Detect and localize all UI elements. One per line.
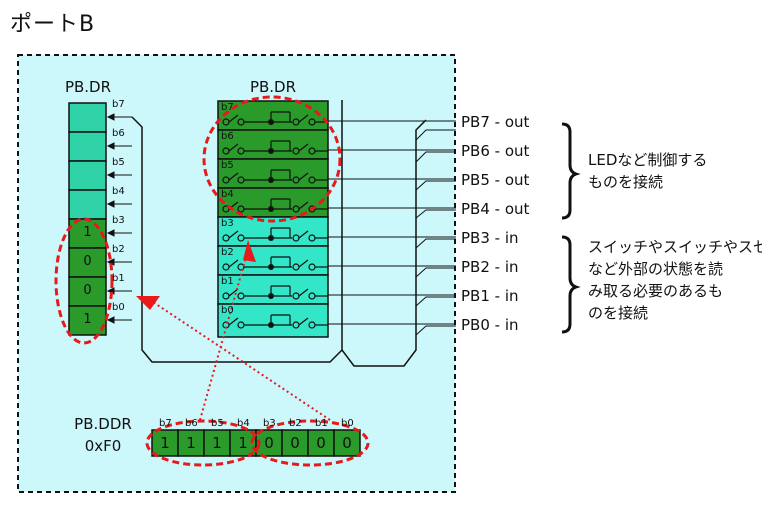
left-cell-b4 [68,189,107,220]
left-bit-label: b7 [112,99,125,110]
highlight-arrows [149,249,331,421]
left-cell-value: 0 [83,283,92,298]
left-bit-label: b1 [112,273,125,284]
left-cell-b0 [68,305,107,336]
left-cell-b1 [68,276,107,307]
pin-lines [328,120,456,336]
switch-row [222,227,328,242]
left-bit-label: b0 [112,302,125,313]
ddr-bit-value: 1 [212,434,222,452]
ddr-bit-value: 0 [290,434,300,452]
ddr-bit-label: b3 [263,418,276,429]
middle-bit-label: b7 [221,102,234,113]
ddr-bit-label: b4 [237,418,250,429]
arrow-head-input [136,296,160,310]
switch-row [222,111,328,126]
ddr-bit-label: b5 [211,418,224,429]
middle-bit-label: b1 [221,276,234,287]
output-brace [561,122,581,220]
input-group-line3: み取る必要のあるも [588,282,724,300]
switch-symbols [222,111,328,329]
ddr-bit-value: 1 [160,434,170,452]
ddr-bit-value: 1 [186,434,196,452]
left-cell-value: 1 [83,312,92,327]
left-bit-label: b4 [112,186,125,197]
ddr-register [151,429,361,457]
left-cell-b7 [68,102,107,133]
highlight-ellipses [54,95,370,467]
output-bits-highlight [202,95,342,223]
pin-label-pb4: PB4 - out [461,200,530,218]
middle-register-title: PB.DR [249,78,297,96]
input-group-line4: のを接続 [588,304,649,322]
pin-label-pb6: PB6 - out [461,142,530,160]
ddr-bit-label: b1 [315,418,328,429]
left-cell-value: 1 [83,225,92,240]
pin-label-pb7: PB7 - out [461,113,530,131]
left-cell-value: 0 [83,254,92,269]
middle-bit-label: b4 [221,189,234,200]
left-bus [131,116,343,363]
ddr-value: 0xF0 [84,437,122,455]
left-register-title: PB.DR [64,78,112,96]
input-bits-highlight [54,217,114,345]
ddr-bit-value: 0 [316,434,326,452]
ddr-bit-value: 0 [264,434,274,452]
left-bit-label: b5 [112,157,125,168]
middle-register [217,100,329,338]
switch-row [222,198,328,213]
right-bus [341,100,427,367]
output-group-line2: ものを接続 [588,173,664,191]
pin-label-pb1: PB1 - in [461,287,519,305]
pin-label-pb0: PB0 - in [461,316,519,334]
middle-bit-label: b2 [221,247,234,258]
ddr-bit-label: b0 [341,418,354,429]
left-bit-label: b3 [112,215,125,226]
pin-label-pb3: PB3 - in [461,229,519,247]
pin-label-pb5: PB5 - out [461,171,530,189]
left-cell-b5 [68,160,107,191]
output-group-line1: LEDなど制御する [588,151,708,169]
middle-bit-label: b3 [221,218,234,229]
left-register [68,102,107,336]
middle-bit-label: b5 [221,160,234,171]
middle-bit-label: b6 [221,131,234,142]
input-brace [561,235,581,334]
left-cell-b6 [68,131,107,162]
ddr-high-nibble-highlight [145,419,261,467]
switch-row [222,140,328,155]
ddr-bit-label: b7 [159,418,172,429]
ddr-title: PB.DDR [74,415,132,433]
ddr-bit-label: b6 [185,418,198,429]
switch-row [222,169,328,184]
input-group-line2: など外部の状態を読 [588,260,724,278]
pin-label-pb2: PB2 - in [461,258,519,276]
ddr-bit-label: b2 [289,418,302,429]
arrow-head-output [243,240,256,262]
ddr-bit-value: 1 [238,434,248,452]
middle-bit-label: b0 [221,305,234,316]
page-title: ポートB [10,12,96,37]
input-group-line1: スイッチやスイッチやスセンサ [588,238,762,256]
ddr-bit-value: 0 [342,434,352,452]
left-bit-label: b6 [112,128,125,139]
left-bit-label: b2 [112,244,125,255]
left-bit-arrows [106,113,132,324]
ddr-low-nibble-highlight [250,419,370,467]
switch-row [222,256,328,271]
switch-row [222,285,328,300]
